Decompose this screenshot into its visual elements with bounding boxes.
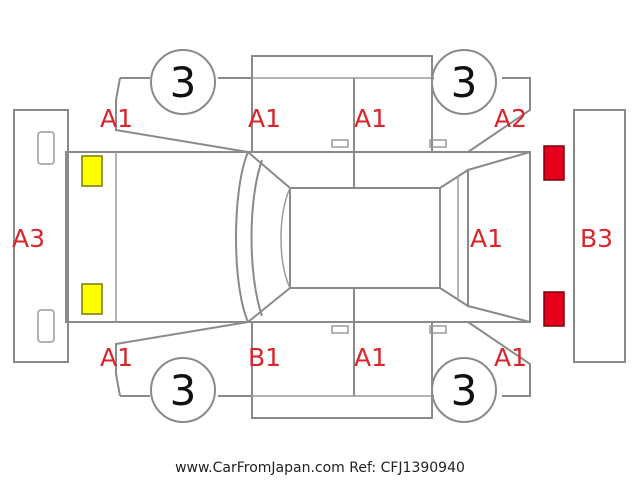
car-body-outline bbox=[65, 151, 531, 323]
code-bottom-front-door: B1 bbox=[248, 343, 281, 372]
tire-front-right: 3 bbox=[150, 357, 216, 423]
front-bumper bbox=[13, 109, 69, 363]
tire-rear-left-number: 3 bbox=[451, 58, 478, 107]
code-front-bumper: A3 bbox=[12, 224, 45, 253]
code-bottom-front-fender: A1 bbox=[100, 343, 133, 372]
rear-lamp-marker-bottom bbox=[543, 291, 565, 327]
tire-rear-left: 3 bbox=[431, 49, 497, 115]
code-top-rear-door: A1 bbox=[354, 104, 387, 133]
tire-rear-right-number: 3 bbox=[451, 366, 478, 415]
code-top-rear-fender: A2 bbox=[494, 104, 527, 133]
code-top-front-fender: A1 bbox=[100, 104, 133, 133]
tire-rear-right: 3 bbox=[431, 357, 497, 423]
front-lamp-marker-bottom bbox=[81, 283, 103, 315]
bottom-side-panels bbox=[115, 288, 531, 419]
rear-lamp-marker-top bbox=[543, 145, 565, 181]
tire-front-right-number: 3 bbox=[170, 366, 197, 415]
rear-bumper bbox=[573, 109, 626, 363]
code-rear-bumper: B3 bbox=[580, 224, 613, 253]
code-roof: A1 bbox=[470, 224, 503, 253]
code-top-front-door: A1 bbox=[248, 104, 281, 133]
code-bottom-rear-door: A1 bbox=[354, 343, 387, 372]
tire-front-left-number: 3 bbox=[170, 58, 197, 107]
tire-front-left: 3 bbox=[150, 49, 216, 115]
front-lamp-marker-top bbox=[81, 155, 103, 187]
code-bottom-rear-fender: A1 bbox=[494, 343, 527, 372]
footer-reference: www.CarFromJapan.com Ref: CFJ1390940 bbox=[175, 460, 465, 476]
